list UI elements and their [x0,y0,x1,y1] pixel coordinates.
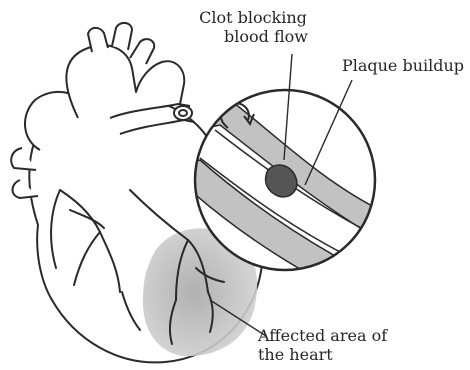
artery-opening [174,106,192,120]
clot-label-line1: Clot blocking [190,8,316,27]
affected-area-label: Affected area of the heart [258,326,408,364]
plaque-buildup-label: Plaque buildup [340,56,466,75]
affected-label-line2: the heart [258,345,408,364]
plaque-label-text: Plaque buildup [340,56,466,75]
clot-label-line2: blood flow [190,27,316,46]
affected-label-line1: Affected area of [258,326,408,345]
clot-blocking-label: Clot blocking blood flow [190,8,316,46]
